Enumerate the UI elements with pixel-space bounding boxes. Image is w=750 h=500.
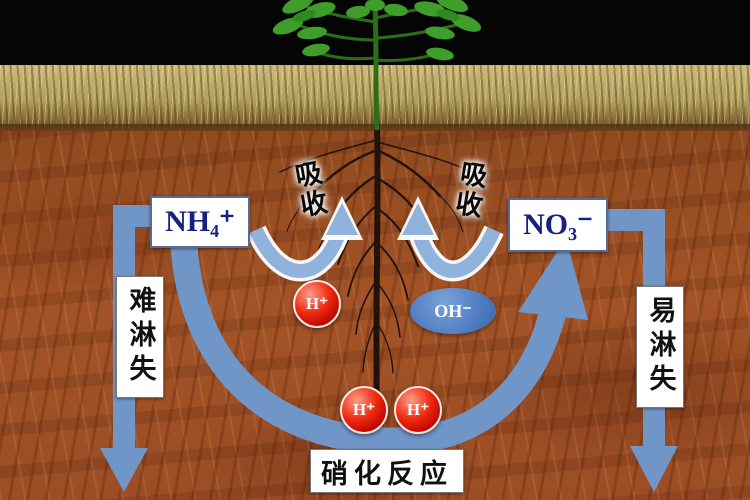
nh4-label: NH₄⁺ (165, 205, 235, 238)
nitrification-arrow (170, 238, 588, 455)
h-ion-left: H⁺ (293, 280, 341, 328)
nh4-box: NH₄⁺ (150, 196, 250, 248)
oh-ion-label: OH⁻ (434, 300, 472, 321)
no3-box: NO₃⁻ (508, 198, 608, 252)
nitrification-label: 硝化反应 (321, 458, 453, 489)
h-ion-bottom-1: H⁺ (340, 386, 388, 434)
oh-ion: OH⁻ (410, 288, 496, 334)
easy-leach-box: 易淋失 (636, 286, 684, 408)
h-ion-bottom-2-label: H⁺ (406, 400, 430, 419)
absorb-arrow-left (246, 196, 363, 282)
plant-icon (272, 0, 482, 131)
h-ion-left-label: H⁺ (305, 294, 329, 313)
h-ion-bottom-2: H⁺ (394, 386, 442, 434)
nitrification-box: 硝化反应 (310, 449, 464, 493)
no3-label: NO₃⁻ (523, 208, 593, 241)
easy-leach-label: 易淋失 (645, 296, 676, 398)
hard-leach-label: 难淋失 (125, 286, 156, 388)
h-ion-bottom-1-label: H⁺ (352, 400, 376, 419)
absorb-arrow-right (397, 196, 504, 282)
hard-leach-box: 难淋失 (116, 276, 164, 398)
